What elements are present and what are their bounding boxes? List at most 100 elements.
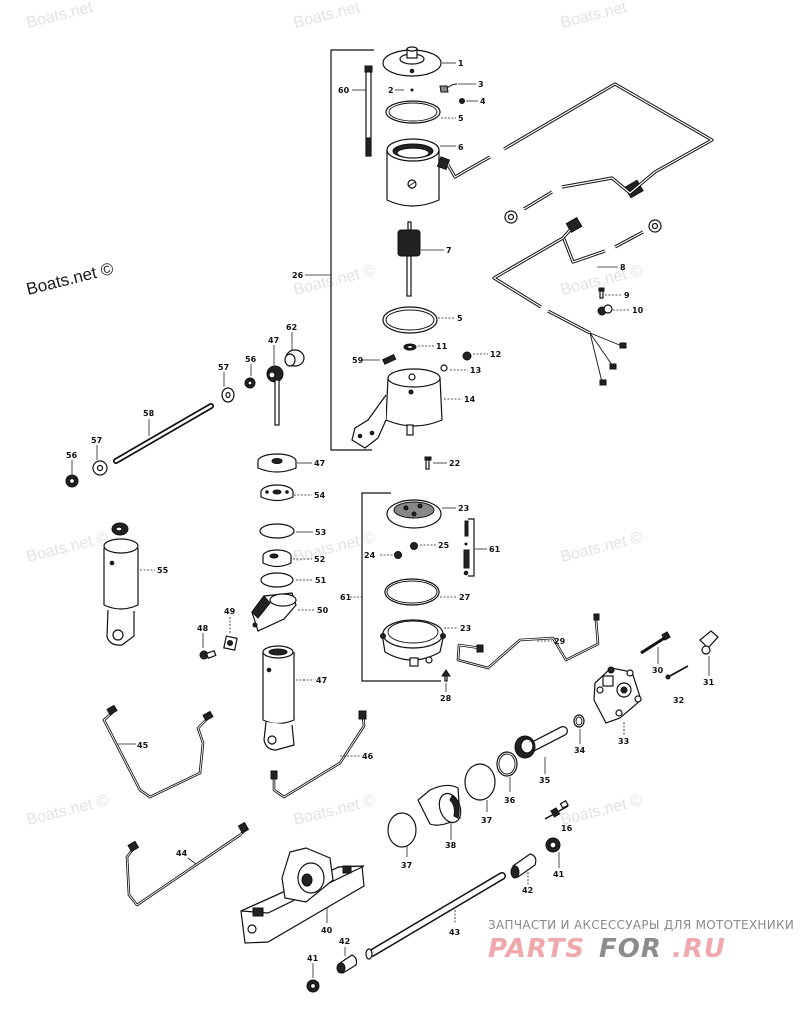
part-60-through-bolt: 60 [338,65,373,157]
part-51-oring: 51 [260,572,327,588]
callout-23: 23 [458,504,469,513]
part-1-end-cap: 1 [382,46,464,77]
part-62-bushing: 62 [284,323,305,367]
callout-6: 6 [458,143,464,152]
part-10-clamp: 10 [597,304,644,316]
callout-8: 8 [620,263,626,272]
part-7-armature: 7 [397,221,452,297]
callout-41: 41 [553,870,565,879]
callout-29: 29 [554,637,566,646]
watermark-boats: Boats.net © [559,529,645,566]
callout-24: 24 [364,551,376,560]
watermarks: Boats.net Boats.net Boats.net Boats.net … [24,0,644,829]
callout-51: 51 [315,576,327,585]
callout-44: 44 [176,849,188,858]
part-28-screw: 28 [440,669,452,703]
callout-57-lower: 57 [91,436,102,445]
callout-35: 35 [539,776,551,785]
callout-42-left: 42 [339,937,350,946]
callout-47-cylinder: 47 [316,676,327,685]
callout-36: 36 [504,796,516,805]
callout-25: 25 [438,541,450,550]
part-61-valve-kit: 61 [463,518,501,577]
part-52-piston: 52 [262,549,325,568]
callout-7: 7 [446,246,452,255]
part-34-oring: 34 [573,714,586,755]
part-40-cylinder-block: 40 [240,847,365,944]
part-57-washer-upper: 57 [218,363,235,403]
callout-23-lower: 23 [460,624,471,633]
watermark-boats: Boats.net © [292,262,378,299]
callout-10: 10 [632,306,644,315]
callout-55: 55 [157,566,169,575]
watermark-boats: Boats.net [292,0,362,32]
callout-30: 30 [652,666,664,675]
part-42-bushing-right: 42 [510,853,537,895]
callout-5-lower: 5 [457,314,463,323]
part-5-oring-lower: 5 [382,306,463,334]
watermark-boats: Boats.net © [24,259,115,299]
part-43-shaft: 43 [365,872,506,960]
callout-50: 50 [317,606,329,615]
watermark-boats: Boats.net © [25,792,111,829]
part-24-check-valve: 24 [364,551,402,560]
part-6-motor-frame: 6 [386,138,464,207]
part-13-oring: 13 [440,364,481,375]
part-12-fill-plug: 12 [462,350,501,361]
partsfor-brand-parts: PARTS [488,934,585,964]
part-38-cylinder-sleeve: 38 [417,784,462,850]
callout-56-lower: 56 [66,451,78,460]
part-47-rod-eye: 47 [266,336,284,426]
callout-57: 57 [218,363,229,372]
callout-4: 4 [480,97,486,106]
part-16-fitting: 16 [544,799,573,833]
part-46-hydraulic-line: 46 [270,710,374,799]
callout-1: 1 [458,59,464,68]
part-47-cap: 47 [257,453,325,473]
callout-58: 58 [143,409,155,418]
part-54-cap: 54 [260,484,326,502]
callout-54: 54 [314,491,326,500]
callout-37-lower: 37 [401,861,412,870]
watermark-boats: Boats.net © [292,792,378,829]
part-23-pump-upper: 23 [386,499,469,529]
callout-2: 2 [388,86,394,95]
part-58-pivot-shaft: 58 [113,403,214,464]
part-37-oring-lower: 37 [387,812,417,870]
callout-26: 26 [292,271,304,280]
part-31-fitting: 31 [699,630,719,687]
callout-12: 12 [490,350,501,359]
part-8-wiring-harness: 8 [436,82,714,386]
part-56-nut-upper: 56 [244,355,257,389]
part-37-oring-upper: 37 [464,763,496,825]
callout-48: 48 [197,624,209,633]
part-33-cylinder-cap: 33 [593,666,642,746]
part-41-nut-left: 41 [306,954,320,993]
part-35-piston-rod: 35 [514,726,568,785]
callout-49: 49 [224,607,236,616]
watermark-boats: Boats.net © [25,529,111,566]
callout-11: 11 [436,342,448,351]
partsfor-watermark: ЗАПЧАСТИ И АКСЕССУАРЫ ДЛЯ МОТОТЕХНИКИ PA… [488,918,794,964]
part-2-pin: 2 [388,86,414,95]
callout-62: 62 [286,323,297,332]
part-44-hydraulic-line: 44 [125,821,250,907]
part-59-bolt: 59 [352,353,397,365]
part-14-reservoir: 14 [351,368,476,449]
part-49-plate: 49 [223,607,238,651]
part-30-bolt: 30 [640,631,671,675]
callout-47: 47 [268,336,279,345]
part-29-hydraulic-line: 29 [456,613,600,670]
watermark-boats: Boats.net [25,0,95,32]
part-36-oring: 36 [496,751,518,805]
callout-42: 42 [522,886,533,895]
callout-34: 34 [574,746,586,755]
callout-31: 31 [703,678,715,687]
part-11-seal: 11 [403,342,448,351]
callout-5: 5 [458,114,464,123]
part-56-nut-lower: 56 [65,451,79,488]
part-27-oring: 27 [384,578,470,606]
part-23-pump-lower: 23 [380,619,471,667]
watermark-boats: Boats.net © [292,529,378,566]
